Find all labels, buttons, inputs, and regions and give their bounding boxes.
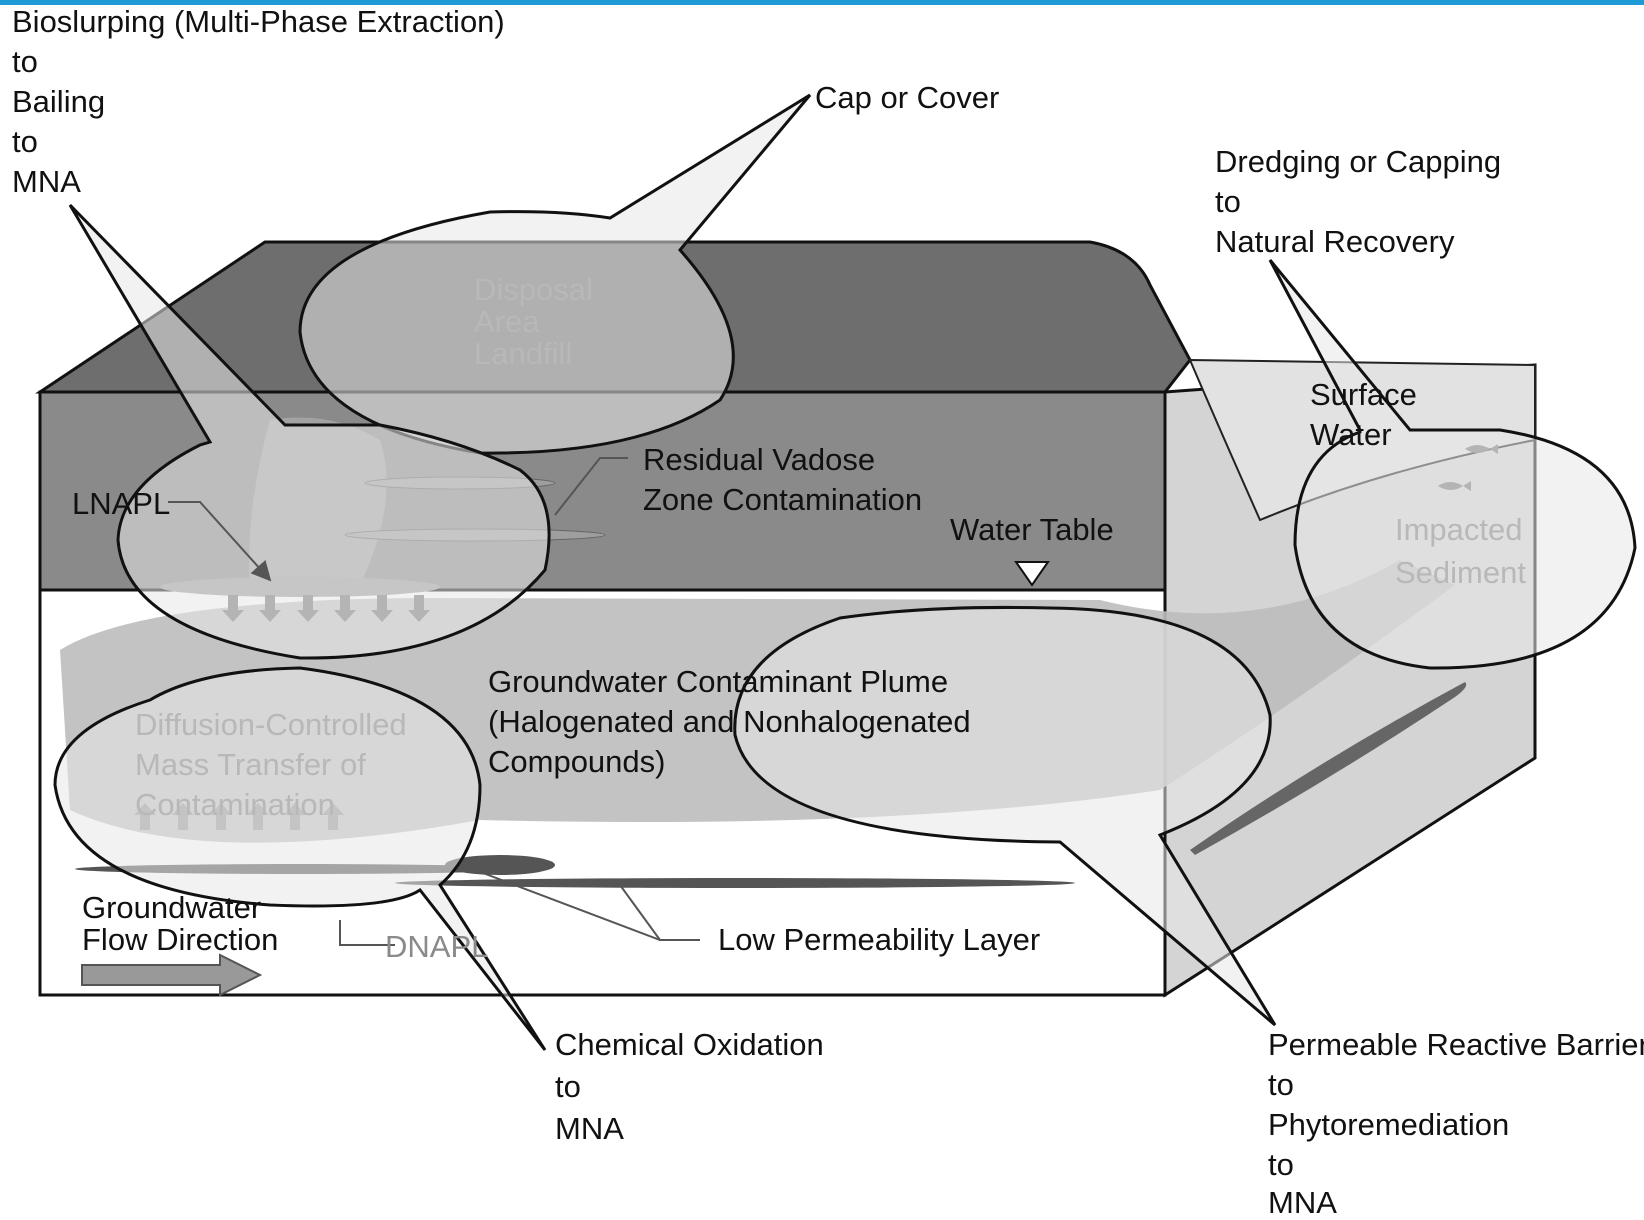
surface-water-label: Surface Water [1310,377,1417,452]
disposal-area-label: Disposal Area Landfill [474,272,593,371]
reactive-barrier [1190,682,1467,855]
diffusion-line-3: Contamination [135,787,335,822]
plume-line-1: Groundwater Contaminant Plume [488,664,948,699]
bioslurping-line-5: MNA [12,164,81,199]
callout-bubbles [53,93,1637,1051]
lnapl-label: LNAPL [72,486,170,521]
plume-line-3: Compounds) [488,744,665,779]
water-table-label: Water Table [950,512,1114,547]
prb-line-3: Phytoremediation [1268,1107,1509,1142]
chemical-line-3: MNA [555,1111,624,1146]
prb-bubble [733,605,1277,1027]
impacted-sediment-label: Impacted Sediment [1395,512,1526,590]
dredging-line-2: to [1215,184,1241,219]
disposal-line-2: Area [474,304,540,339]
flow-direction-label: Groundwater Flow Direction [82,890,278,957]
prb-line-5: MNA [1268,1185,1337,1220]
surface-water-line-1: Surface [1310,377,1417,412]
prb-line-1: Permeable Reactive Barrier [1268,1027,1644,1062]
impacted-line-1: Impacted [1395,512,1523,547]
low-perm-layer-3 [395,878,1075,888]
disposal-line-1: Disposal [474,272,593,307]
callout-chemical-text: Chemical Oxidation to MNA [555,1027,824,1146]
flow-line-2: Flow Direction [82,922,278,957]
diffusion-label: Diffusion-Controlled Mass Transfer of Co… [135,707,407,822]
disposal-line-3: Landfill [474,336,572,371]
bioslurping-line-1: Bioslurping (Multi-Phase Extraction) [12,4,505,39]
dredging-line-1: Dredging or Capping [1215,144,1501,179]
impacted-line-2: Sediment [1395,555,1526,590]
chemical-bubble [53,666,547,1051]
bioslurping-line-3: Bailing [12,84,105,119]
callout-prb-text: Permeable Reactive Barrier to Phytoremed… [1268,1027,1644,1220]
dredging-line-3: Natural Recovery [1215,224,1455,259]
bioslurping-line-4: to [12,124,38,159]
dredging-bubble [1268,259,1637,670]
plume-label: Groundwater Contaminant Plume (Halogenat… [488,664,971,779]
flow-direction-arrow [81,953,263,997]
water-table-marker [1014,561,1050,587]
cap-bubble [298,93,812,455]
prb-line-2: to [1268,1067,1294,1102]
residual-vadose-label: Residual Vadose Zone Contamination [643,442,922,517]
low-perm-layer-2 [445,855,555,875]
chemical-line-2: to [555,1069,581,1104]
chemical-line-1: Chemical Oxidation [555,1027,824,1062]
bioslurping-line-2: to [12,44,38,79]
callout-bioslurping-text: Bioslurping (Multi-Phase Extraction) to … [12,4,505,199]
flow-line-1: Groundwater [82,890,261,925]
diffusion-line-1: Diffusion-Controlled [135,707,407,742]
residual-line-2: Zone Contamination [643,482,922,517]
residual-line-1: Residual Vadose [643,442,875,477]
callout-dredging-text: Dredging or Capping to Natural Recovery [1215,144,1501,259]
prb-line-4: to [1268,1147,1294,1182]
cap-label: Cap or Cover [815,80,999,115]
plume-line-2: (Halogenated and Nonhalogenated [488,704,971,739]
leader-lines [168,457,700,946]
bioslurping-bubble [68,203,551,660]
low-permeability-label: Low Permeability Layer [718,922,1040,957]
top-accent-band [0,0,1644,5]
dnapl-label: DNAPL [385,929,488,964]
surface-water-line-2: Water [1310,417,1392,452]
diffusion-line-2: Mass Transfer of [135,747,366,782]
